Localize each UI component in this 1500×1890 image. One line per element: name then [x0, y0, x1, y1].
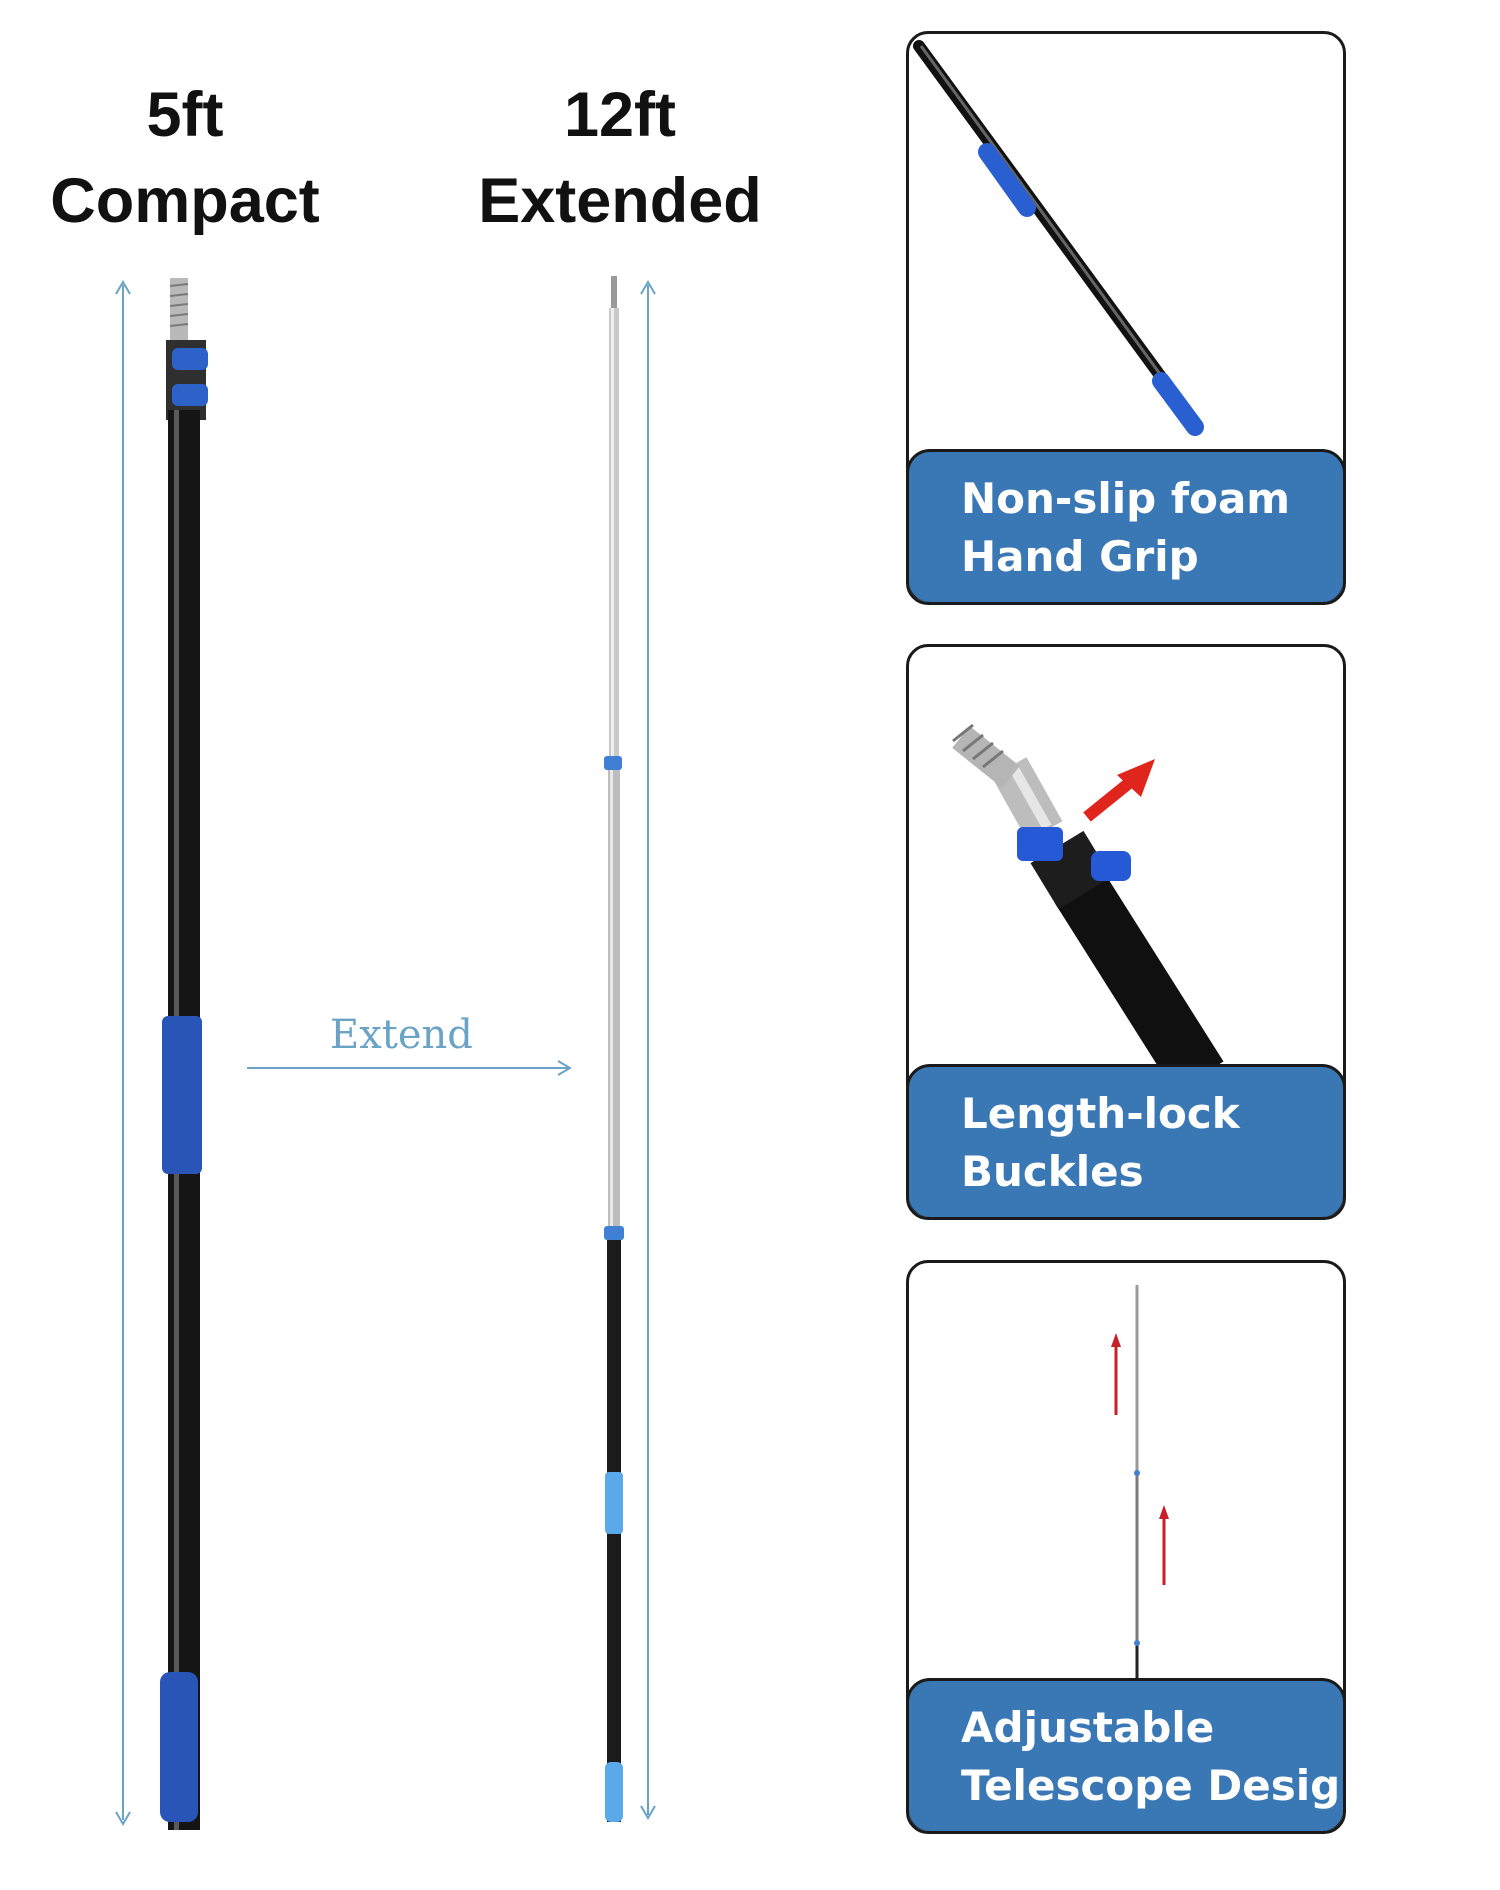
hand-grip-caption: Non-slip foam Hand Grip [909, 449, 1343, 602]
telescope-arrow-2 [1159, 1505, 1169, 1585]
extend-label: Extend [330, 1012, 473, 1058]
telescope-caption-line2: Telescope Design [961, 1761, 1346, 1810]
telescope-panel: Adjustable Telescope Design [906, 1260, 1346, 1834]
extend-arrow [247, 1060, 572, 1076]
compact-label: Compact [50, 166, 320, 236]
hand-grip-image [913, 40, 1204, 436]
compact-heading: 5ft Compact [40, 72, 330, 244]
hand-grip-caption-line1: Non-slip foam [961, 474, 1291, 523]
pole-illustration [115, 276, 656, 1830]
compact-length: 5ft [146, 80, 224, 150]
extended-heading: 12ft Extended [470, 72, 770, 244]
telescope-image [1111, 1285, 1169, 1681]
buckles-caption-line1: Length-lock [961, 1089, 1240, 1138]
extended-pole [604, 276, 624, 1822]
hand-grip-caption-line2: Hand Grip [961, 532, 1199, 581]
telescope-arrow-1 [1111, 1333, 1121, 1415]
hand-grip-panel: Non-slip foam Hand Grip [906, 31, 1346, 605]
buckles-panel: Length-lock Buckles [906, 644, 1346, 1220]
telescope-caption-line1: Adjustable [961, 1703, 1215, 1752]
buckles-caption-line2: Buckles [961, 1147, 1144, 1196]
extended-length: 12ft [563, 80, 677, 150]
extended-height-guide [640, 280, 656, 1820]
buckles-caption: Length-lock Buckles [909, 1064, 1343, 1217]
compact-height-guide [115, 280, 131, 1826]
telescope-caption: Adjustable Telescope Design [909, 1678, 1346, 1831]
buckles-image [952, 723, 1224, 1093]
compact-pole [160, 278, 208, 1830]
extended-label: Extended [478, 166, 762, 236]
